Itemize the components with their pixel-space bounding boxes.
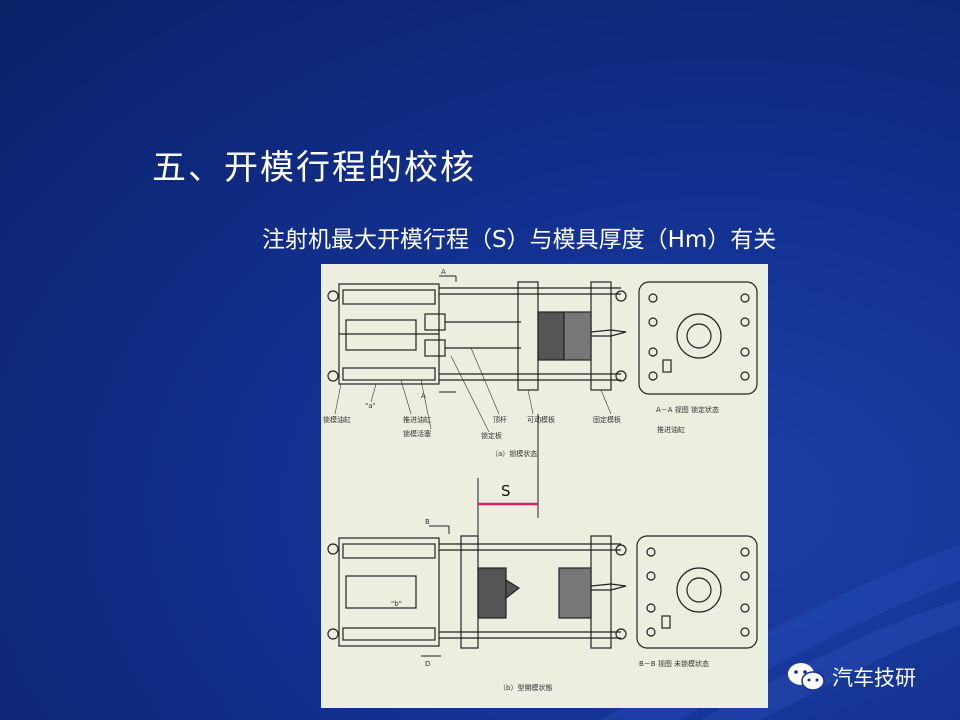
wechat-icon <box>788 663 825 691</box>
label-lock-plate: 锁定板 <box>481 431 502 440</box>
label-push-cylinder: 推进油缸 <box>403 415 431 424</box>
caption-b: （b）型開模状態 <box>499 683 552 692</box>
caption-a: （a）锁模状态 <box>491 449 537 458</box>
label-b-mark: "b" <box>391 600 402 608</box>
section-marker-b <box>421 525 450 657</box>
view-b-b <box>636 535 758 649</box>
wechat-watermark: 汽车技研 <box>786 658 916 696</box>
label-clamp-cylinder: 锁模油缸 <box>323 415 351 424</box>
leader-lines-top <box>334 347 612 433</box>
slide-subtitle: 注射机最大开模行程（S）与模具厚度（Hm）有关 <box>262 227 777 253</box>
section-marker-a-bottom: A <box>421 392 426 400</box>
section-marker-b-top: B <box>425 518 430 526</box>
s-label: S <box>501 482 511 500</box>
watermark-text: 汽车技研 <box>832 666 916 690</box>
label-ejector-rod: 顶杆 <box>493 415 507 424</box>
mold-stroke-figure: A A 锁模油缸 "a" 推进油缸 锁模活塞 顶杆 锁定板 可动模板 固定模板 … <box>321 264 768 708</box>
machine-bottom-view <box>327 535 627 649</box>
label-moving-platen: 可动模板 <box>527 415 555 424</box>
label-view-b: B－B 视图 未锁模状态 <box>639 659 709 668</box>
mold-stroke-diagram: A A 锁模油缸 "a" 推进油缸 锁模活塞 顶杆 锁定板 可动模板 固定模板 … <box>323 268 758 692</box>
label-view-a: A－A 视图 锁定状态 <box>656 405 719 414</box>
label-a-mark: "a" <box>365 402 376 410</box>
slide-title: 五、开模行程的校核 <box>152 148 476 188</box>
label-clamp-piston: 锁模活塞 <box>403 429 431 438</box>
section-marker-d: D <box>425 660 430 668</box>
label-push-cylinder-right: 推进油缸 <box>657 425 685 434</box>
section-marker-a-top: A <box>441 268 446 276</box>
label-fixed-platen: 固定模板 <box>593 415 621 424</box>
section-marker-a <box>439 275 457 393</box>
machine-top-view <box>327 281 627 391</box>
view-a-a <box>638 281 758 395</box>
s-dimension <box>477 414 539 546</box>
